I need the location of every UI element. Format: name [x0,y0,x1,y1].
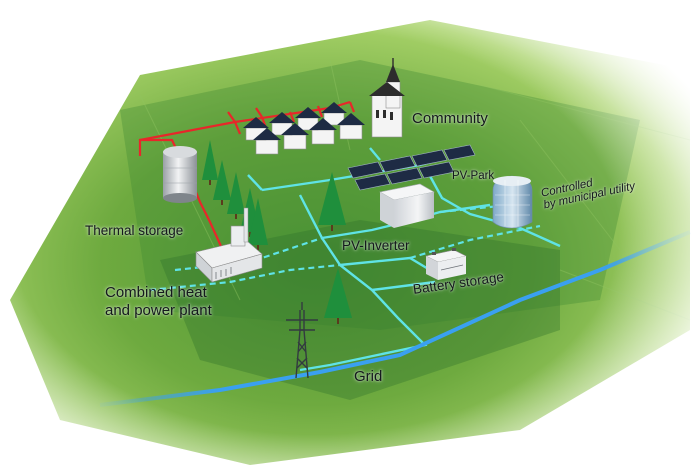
chp-line-2: and power plant [105,302,212,319]
thermal-storage-label: Thermal storage [85,223,184,238]
chp-label: Combined heat and power plant [105,284,212,320]
community-label: Community [412,110,488,127]
grid-label: Grid [354,368,383,385]
pv-park-label: PV-Park [452,170,495,182]
pv-inverter-label: PV-Inverter [342,238,410,253]
chp-line-1: Combined heat [105,284,207,301]
